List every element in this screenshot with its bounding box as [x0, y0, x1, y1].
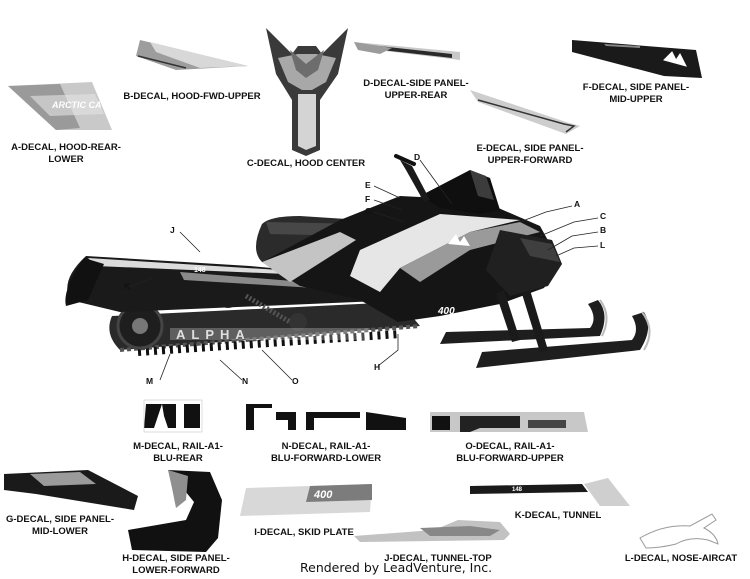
callout-c: C [600, 211, 607, 221]
callout-o: O [292, 376, 299, 386]
callout-k: K [124, 281, 131, 291]
callout-a: A [574, 199, 581, 209]
decal-f-art [572, 40, 702, 78]
callout-g: G [365, 206, 372, 216]
label-decal-k: K-DECAL, TUNNEL [514, 510, 602, 521]
rail-alpha-text: ALPHA [176, 327, 251, 342]
callout-b: B [600, 225, 607, 235]
callout-l: L [600, 240, 606, 250]
callout-m: M [146, 376, 154, 386]
skid-plate-number-text: 400 [313, 489, 333, 501]
decal-b-art [136, 40, 248, 70]
callout-f: F [365, 194, 371, 204]
callout-j: J [170, 225, 175, 235]
decal-e-art [470, 90, 580, 134]
label-decal-b: B-DECAL, HOOD-FWD-UPPER [123, 91, 261, 102]
decal-j-art [354, 520, 510, 542]
label-decal-n: N-DECAL, RAIL-A1- BLU-FORWARD-LOWER [270, 441, 382, 464]
label-decal-m: M-DECAL, RAIL-A1- BLU-REAR [133, 441, 223, 464]
callout-h: H [374, 362, 381, 372]
label-decal-i: I-DECAL, SKID PLATE [254, 527, 354, 538]
callout-d: D [414, 152, 421, 162]
label-decal-f: F-DECAL, SIDE PANEL- MID-UPPER [582, 82, 690, 105]
label-decal-h: H-DECAL, SIDE PANEL- LOWER-FORWARD [122, 553, 230, 576]
decal-l-art [639, 513, 719, 549]
tunnel-decal-number-text: 148 [512, 487, 523, 493]
rendered-by-footer: Rendered by LeadVenture, Inc. [300, 560, 493, 575]
decal-c-art [266, 28, 348, 156]
decal-n-art [246, 404, 406, 432]
brand-logo-text: ARCTIC CAT [51, 100, 108, 110]
decal-k-art: 148 [470, 478, 630, 506]
decal-m-art [143, 399, 203, 433]
label-decal-c: C-DECAL, HOOD CENTER [246, 158, 366, 169]
tunnel-number-text: 148 [194, 267, 206, 274]
model-number-text: 400 [437, 306, 455, 317]
label-decal-j: J-DECAL, TUNNEL-TOP [384, 553, 492, 564]
decal-o-art [430, 412, 588, 432]
label-decal-e: E-DECAL, SIDE PANEL- UPPER-FORWARD [476, 143, 584, 166]
leader-lines [129, 159, 599, 381]
decal-i-art: 400 [240, 484, 372, 516]
callout-e: E [365, 180, 371, 190]
label-decal-d: D-DECAL-SIDE PANEL- UPPER-REAR [363, 78, 469, 101]
snowmobile-illustration: ALPHA 148 400 [65, 154, 651, 368]
label-decal-g: G-DECAL, SIDE PANEL- MID-LOWER [5, 514, 115, 537]
decal-h-art [128, 470, 222, 552]
decal-d-art [354, 42, 460, 60]
label-decal-o: O-DECAL, RAIL-A1- BLU-FORWARD-UPPER [456, 441, 564, 464]
label-decal-a: A-DECAL, HOOD-REAR- LOWER [11, 142, 121, 165]
callout-n: N [242, 376, 249, 386]
label-decal-l: L-DECAL, NOSE-AIRCAT [624, 553, 738, 564]
decal-g-art [4, 470, 138, 510]
decal-a-art: ARCTIC CAT [8, 82, 112, 130]
